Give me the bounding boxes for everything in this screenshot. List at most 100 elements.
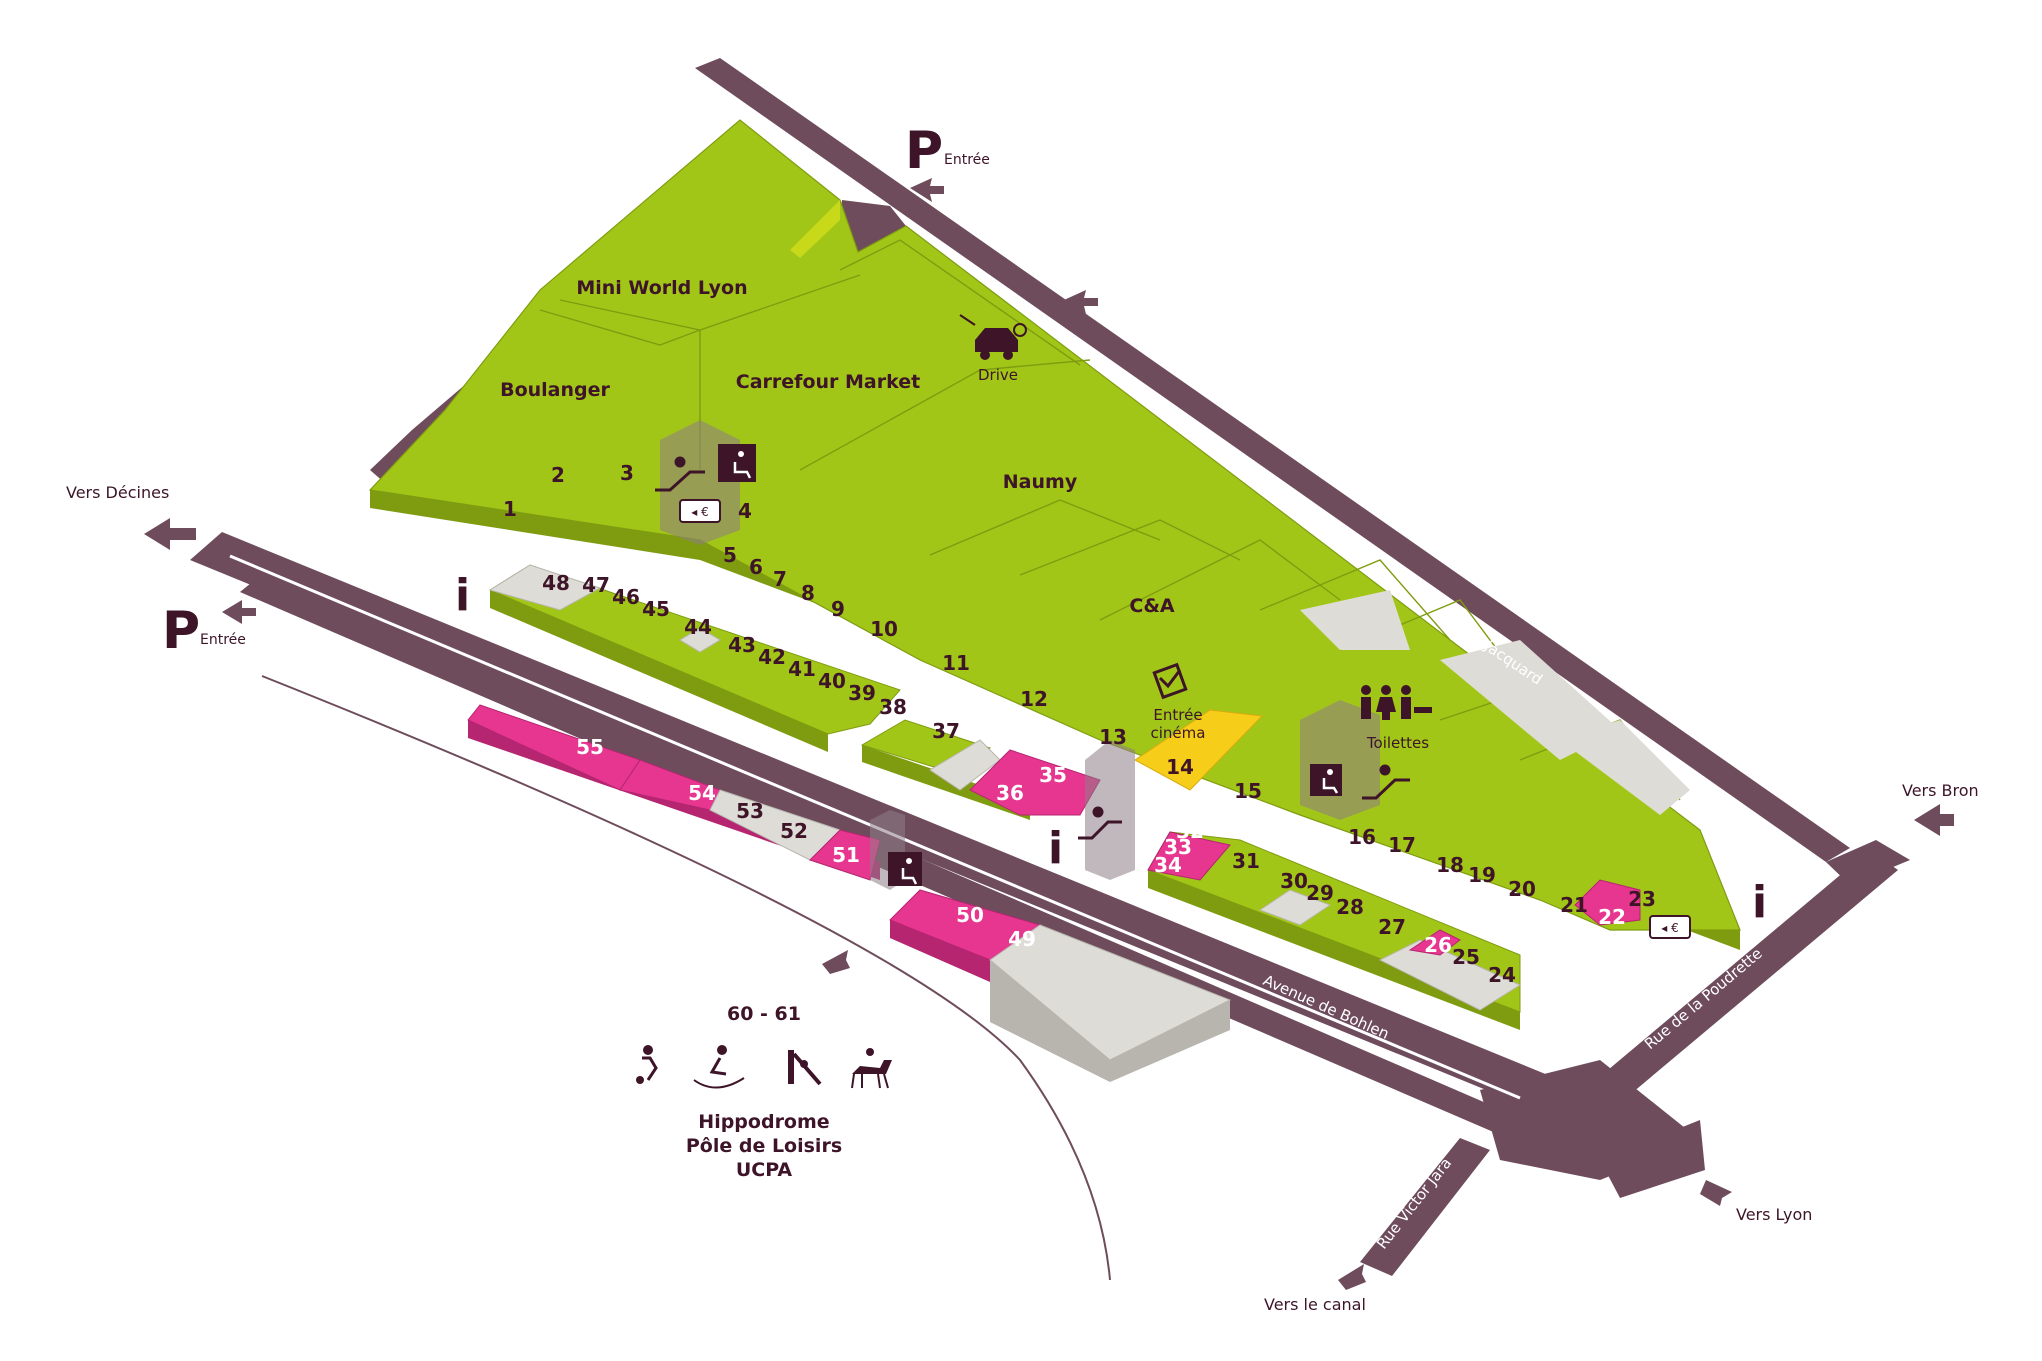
unit-1[interactable]: 1	[503, 497, 517, 521]
unit-42[interactable]: 42	[758, 645, 786, 669]
drive-car-icon[interactable]	[959, 314, 1027, 360]
store-boulanger[interactable]: Boulanger	[500, 379, 610, 401]
road-to-bron	[1826, 840, 1910, 885]
skate-icon	[693, 1045, 745, 1089]
unit-51[interactable]: 51	[832, 843, 860, 867]
unit-19[interactable]: 19	[1468, 863, 1496, 887]
unit-4[interactable]: 4	[738, 499, 752, 523]
unit-12[interactable]: 12	[1020, 687, 1048, 711]
parking-entry-label: Entrée	[200, 632, 246, 648]
unit-27[interactable]: 27	[1378, 915, 1406, 939]
arrow-down-icon	[822, 950, 850, 974]
store-mini-world[interactable]: Mini World Lyon	[576, 277, 747, 299]
unit-5[interactable]: 5	[723, 543, 737, 567]
store-carrefour[interactable]: Carrefour Market	[736, 371, 920, 393]
unit-9[interactable]: 9	[831, 597, 845, 621]
unit-7[interactable]: 7	[773, 567, 787, 591]
unit-41[interactable]: 41	[788, 657, 816, 681]
unit-34[interactable]: 34	[1154, 853, 1182, 877]
unit-45[interactable]: 45	[642, 597, 670, 621]
canal-line	[261, 675, 1111, 1281]
parking-left[interactable]: P Entrée	[162, 600, 256, 661]
football-icon	[636, 1045, 658, 1084]
arrow-right-icon	[1914, 804, 1954, 836]
unit-37[interactable]: 37	[932, 719, 960, 743]
unit-36[interactable]: 36	[996, 781, 1024, 805]
leisure-line3: UCPA	[736, 1159, 793, 1181]
atm-icon[interactable]: ◂ €	[679, 499, 721, 523]
unit-18[interactable]: 18	[1436, 853, 1464, 877]
unit-54[interactable]: 54	[688, 781, 716, 805]
unit-21[interactable]: 21	[1560, 893, 1588, 917]
road-rue-jacquard	[695, 58, 1850, 862]
unit-22[interactable]: 22	[1598, 905, 1626, 929]
info-point[interactable]: i	[455, 570, 470, 621]
drive-label: Drive	[978, 366, 1018, 384]
entry-arrow-icon	[910, 178, 944, 202]
cinema-label-2: cinéma	[1151, 724, 1206, 742]
info-point[interactable]: i	[1752, 877, 1767, 928]
info-point[interactable]: i	[1048, 823, 1063, 874]
parking-top[interactable]: P Entrée	[905, 121, 1098, 314]
destination-lyon: Vers Lyon	[1736, 1205, 1812, 1224]
accessibility-icon[interactable]	[718, 444, 756, 482]
unit-47[interactable]: 47	[582, 573, 610, 597]
arrow-right-icon	[1700, 1180, 1732, 1206]
unit-2[interactable]: 2	[551, 463, 565, 487]
unit-16[interactable]: 16	[1348, 825, 1376, 849]
escalator-icon[interactable]	[655, 456, 705, 492]
unit-25[interactable]: 25	[1452, 945, 1480, 969]
escalator-icon[interactable]	[1362, 764, 1410, 800]
store-naumy[interactable]: Naumy	[1003, 471, 1078, 493]
unit-39[interactable]: 39	[848, 681, 876, 705]
store-ca[interactable]: C&A	[1129, 595, 1175, 617]
arrow-left-icon	[144, 518, 196, 550]
accessibility-icon[interactable]	[1310, 764, 1342, 796]
leisure-area[interactable]: 60 - 61 Hippodrome Pôle de Loisirs UCPA	[636, 1003, 892, 1181]
cinema-ticket-icon[interactable]	[1152, 662, 1188, 700]
destinations: Vers Décines Vers Bron Vers Lyon Vers le…	[66, 483, 1979, 1314]
unit-26[interactable]: 26	[1424, 933, 1452, 957]
unit-15[interactable]: 15	[1234, 779, 1262, 803]
unit-24[interactable]: 24	[1488, 963, 1516, 987]
unit-48[interactable]: 48	[542, 571, 570, 595]
unit-11[interactable]: 11	[942, 651, 970, 675]
unit-33[interactable]: 33	[1164, 835, 1192, 859]
unit-17[interactable]: 17	[1388, 833, 1416, 857]
shop-block-49-50	[889, 889, 1232, 1082]
unit-30[interactable]: 30	[1280, 869, 1308, 893]
unit-13[interactable]: 13	[1099, 725, 1127, 749]
cinema-block	[1134, 709, 1264, 791]
unit-46[interactable]: 46	[612, 585, 640, 609]
unit-50[interactable]: 50	[956, 903, 984, 927]
unit-43[interactable]: 43	[728, 633, 756, 657]
unit-6[interactable]: 6	[749, 555, 763, 579]
destination-canal: Vers le canal	[1264, 1295, 1366, 1314]
unit-3[interactable]: 3	[620, 461, 634, 485]
leisure-line2: Pôle de Loisirs	[686, 1135, 842, 1157]
unit-14[interactable]: 14	[1166, 755, 1194, 779]
accessibility-icon[interactable]	[888, 852, 922, 886]
unit-44[interactable]: 44	[684, 615, 712, 639]
unit-31[interactable]: 31	[1232, 849, 1260, 873]
unit-40[interactable]: 40	[818, 669, 846, 693]
unit-38[interactable]: 38	[879, 695, 907, 719]
unit-23[interactable]: 23	[1628, 887, 1656, 911]
unit-8[interactable]: 8	[801, 581, 815, 605]
shop-block-24-34	[1147, 831, 1522, 1030]
atm-icon[interactable]: ◂ €	[1649, 915, 1691, 939]
road-to-lyon	[1600, 1120, 1705, 1198]
toilets-icon[interactable]	[1361, 685, 1432, 720]
svg-text:◂ €: ◂ €	[1661, 921, 1678, 935]
unit-55[interactable]: 55	[576, 735, 604, 759]
unit-29[interactable]: 29	[1306, 881, 1334, 905]
unit-20[interactable]: 20	[1508, 877, 1536, 901]
unit-49[interactable]: 49	[1008, 927, 1036, 951]
unit-52[interactable]: 52	[780, 819, 808, 843]
unit-35[interactable]: 35	[1039, 763, 1067, 787]
unit-53[interactable]: 53	[736, 799, 764, 823]
unit-10[interactable]: 10	[870, 617, 898, 641]
unit-32[interactable]: 32	[1176, 819, 1204, 843]
escalator-icon[interactable]	[1078, 806, 1122, 840]
unit-28[interactable]: 28	[1336, 895, 1364, 919]
